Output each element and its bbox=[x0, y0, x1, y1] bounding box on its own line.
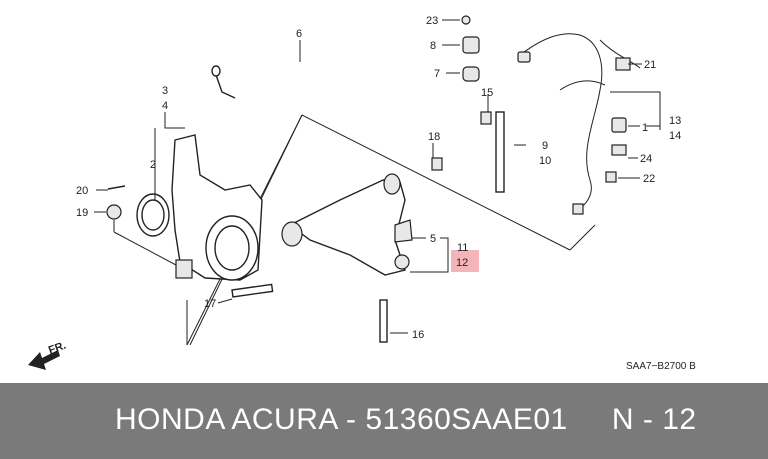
bushing-7 bbox=[462, 66, 480, 82]
clip-24 bbox=[611, 144, 627, 156]
stabilizer-link bbox=[495, 111, 505, 193]
label-14: 14 bbox=[669, 130, 681, 142]
label-19: 19 bbox=[76, 207, 88, 219]
label-8: 8 bbox=[430, 40, 436, 52]
label-20: 20 bbox=[76, 185, 88, 197]
diagram-reference: SAA7−B2700 B bbox=[626, 361, 696, 372]
label-7: 7 bbox=[434, 68, 440, 80]
ball-joint bbox=[394, 254, 410, 270]
label-4: 4 bbox=[162, 100, 168, 112]
label-5: 5 bbox=[430, 233, 436, 245]
label-6: 6 bbox=[296, 28, 302, 40]
arm-bushing-rear bbox=[383, 173, 401, 195]
bolt-23 bbox=[461, 15, 471, 25]
front-arrow-icon bbox=[28, 350, 60, 370]
label-3: 3 bbox=[162, 85, 168, 97]
nut-15 bbox=[480, 111, 492, 125]
sensor-wire bbox=[519, 33, 603, 211]
label-18: 18 bbox=[428, 131, 440, 143]
nut-18 bbox=[431, 157, 443, 171]
label-2: 2 bbox=[150, 159, 156, 171]
front-label: FR. bbox=[47, 339, 68, 356]
highlight-box bbox=[451, 250, 479, 272]
lower-arm bbox=[288, 179, 406, 276]
label-10: 10 bbox=[539, 155, 551, 167]
footer-bar: HONDA ACURA - 51360SAAE01 N - 12 bbox=[0, 383, 768, 459]
part-caption: HONDA ACURA - 51360SAAE01 N - 12 bbox=[115, 403, 697, 436]
label-22: 22 bbox=[643, 173, 655, 185]
label-16: 16 bbox=[412, 329, 424, 341]
parts-diagram: 23 8 7 6 15 21 1 13 14 24 22 3 4 2 18 9 … bbox=[28, 15, 697, 372]
label-9: 9 bbox=[542, 140, 548, 152]
ball-joint-boot-5 bbox=[394, 219, 413, 243]
knuckle-boss bbox=[175, 259, 193, 279]
nut-19 bbox=[106, 204, 122, 220]
stabilizer-bar bbox=[214, 64, 491, 190]
arm-bushing-front bbox=[281, 221, 303, 247]
bolt-22 bbox=[605, 171, 617, 183]
label-11: 11 bbox=[457, 242, 468, 254]
label-23: 23 bbox=[426, 15, 438, 27]
bolt-16 bbox=[379, 299, 388, 343]
clip-21 bbox=[615, 57, 631, 71]
bolt-17 bbox=[231, 283, 274, 298]
label-13: 13 bbox=[669, 115, 681, 127]
frame-line-right bbox=[569, 224, 596, 251]
label-17: 17 bbox=[204, 298, 216, 310]
pin-20 bbox=[107, 185, 126, 190]
label-1: 1 bbox=[642, 122, 648, 134]
label-12: 12 bbox=[456, 257, 468, 269]
bushing-holder-8 bbox=[462, 36, 480, 54]
diagram-canvas: 23 8 7 6 15 21 1 13 14 24 22 3 4 2 18 9 … bbox=[28, 15, 696, 372]
label-21: 21 bbox=[644, 59, 656, 71]
sensor-clip-1 bbox=[611, 117, 627, 133]
label-15: 15 bbox=[481, 87, 493, 99]
sensor-head bbox=[572, 203, 584, 215]
label-24: 24 bbox=[640, 153, 652, 165]
